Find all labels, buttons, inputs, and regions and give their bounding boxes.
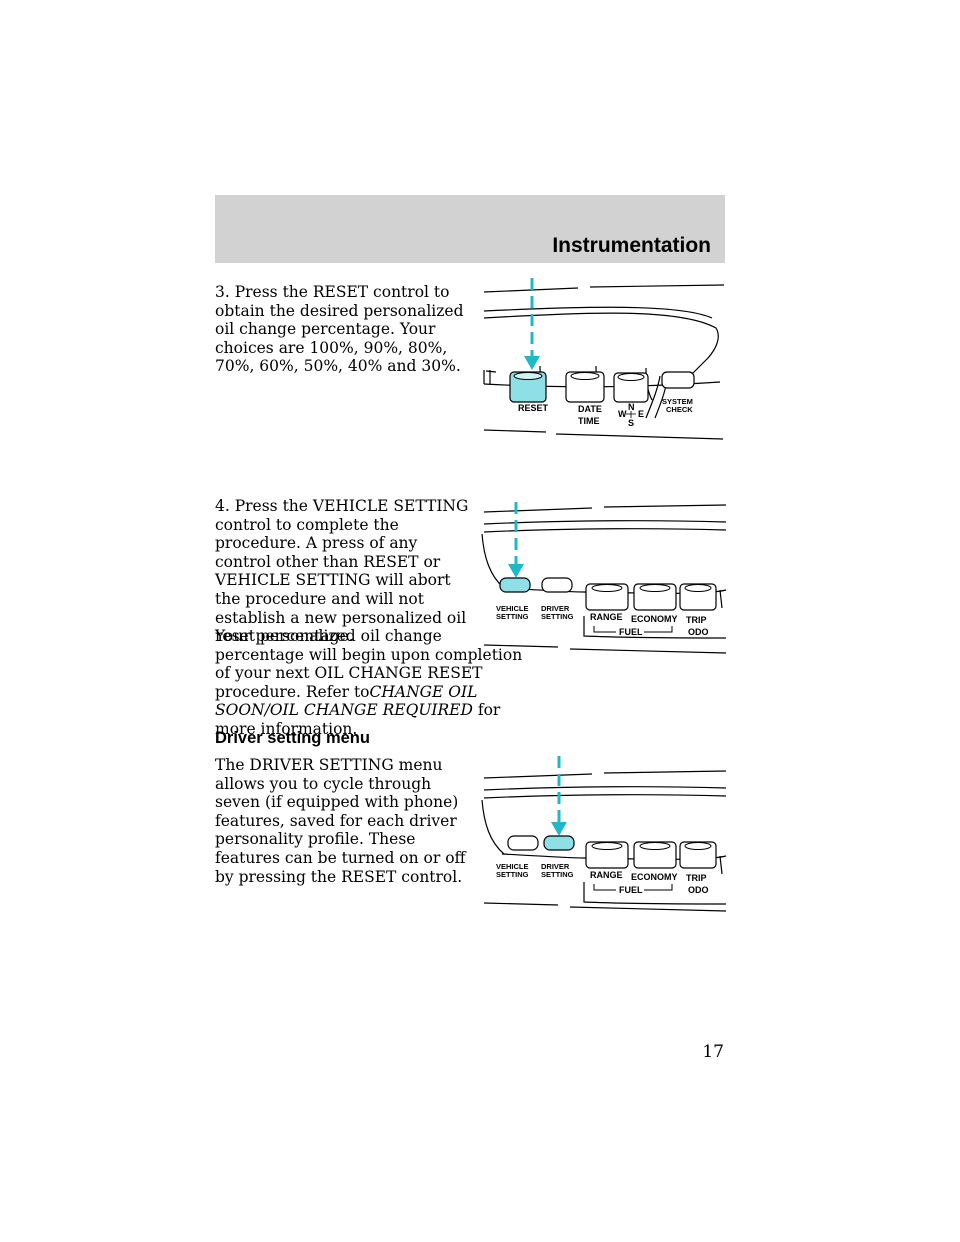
compass-s-label: S <box>628 418 634 428</box>
compass-w-label: W <box>618 409 627 419</box>
section-heading: Driver setting menu <box>215 729 370 747</box>
trip-label: TRIP <box>686 873 707 883</box>
figure-driver-setting-control: VEHICLE SETTING DRIVER SETTING RANGE ECO… <box>480 756 730 916</box>
check-label: CHECK <box>666 405 693 414</box>
step-3-text: 3. Press the RESET control to obtain the… <box>215 283 464 376</box>
economy-label: ECONOMY <box>631 872 678 882</box>
section-body: The DRIVER SETTING menu allows you to cy… <box>215 756 466 886</box>
system-label: SYSTEM <box>662 397 693 406</box>
time-label: TIME <box>578 416 600 426</box>
vehicle-label: VEHICLE <box>496 862 529 871</box>
economy-label: ECONOMY <box>631 614 678 624</box>
driver-setting-label: SETTING <box>541 870 574 879</box>
vehicle-label: VEHICLE <box>496 604 529 613</box>
date-label: DATE <box>578 404 602 414</box>
section-title: Instrumentation <box>552 234 711 257</box>
driver-label: DRIVER <box>541 862 570 871</box>
note-intro: Your personalized oil change percentage … <box>215 627 523 701</box>
range-label: RANGE <box>590 870 623 880</box>
page-number: 17 <box>702 1042 724 1062</box>
driver-setting-label: SETTING <box>541 612 574 621</box>
range-label: RANGE <box>590 612 623 622</box>
note-reference: CHANGE OIL SOON/OIL CHANGE REQUIRED <box>215 682 478 720</box>
compass-n-label: N <box>628 402 635 412</box>
trip-label: TRIP <box>686 615 707 625</box>
odo-label: ODO <box>688 627 709 637</box>
figure-vehicle-setting-control: VEHICLE SETTING DRIVER SETTING RANGE ECO… <box>480 498 730 658</box>
vehicle-setting-label: SETTING <box>496 612 529 621</box>
compass-e-label: E <box>638 409 644 419</box>
note-paragraph: Your personalized oil change percentage … <box>215 627 535 739</box>
fuel-label: FUEL <box>619 627 643 637</box>
vehicle-setting-label: SETTING <box>496 870 529 879</box>
odo-label: ODO <box>688 885 709 895</box>
fuel-label: FUEL <box>619 885 643 895</box>
figure-reset-control: RESET DATE TIME N W E S SYSTEM CHECK <box>480 278 730 448</box>
note-end: for more information. <box>215 701 501 738</box>
section-header-bar: Instrumentation <box>215 195 725 263</box>
reset-label: RESET <box>518 403 549 413</box>
step-4-text: 4. Press the VEHICLE SETTING control to … <box>215 497 469 646</box>
driver-label: DRIVER <box>541 604 570 613</box>
